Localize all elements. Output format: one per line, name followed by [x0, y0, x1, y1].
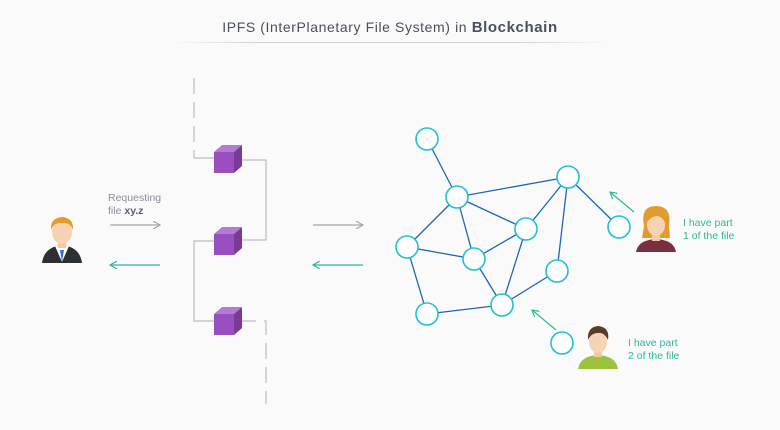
network-node — [415, 127, 439, 151]
peer-man-label-line1: I have part — [628, 337, 678, 349]
network-node — [545, 259, 569, 283]
network-node — [395, 235, 419, 259]
network-node — [514, 217, 538, 241]
peer-women-label-line2: 1 of the file — [683, 230, 735, 242]
title-connector: in — [455, 19, 468, 35]
peer-man-arrow — [532, 310, 557, 331]
user-man-icon — [578, 326, 618, 369]
request-label: Requesting file xy.z — [108, 192, 161, 218]
peer-women-label: I have part 1 of the file — [683, 217, 734, 243]
network-node — [445, 185, 469, 209]
peer-women-arrow — [610, 192, 635, 213]
peer-women-label-line1: I have part — [683, 217, 733, 229]
request-label-line2: file xy.z — [108, 205, 161, 218]
block-cube-icon — [214, 145, 242, 173]
network-node — [490, 293, 514, 317]
network-node — [607, 215, 631, 239]
peer-man-label: I have part 2 of the file — [628, 337, 679, 363]
network-node — [462, 247, 486, 271]
title-divider — [170, 42, 610, 43]
network-node — [415, 302, 439, 326]
request-file-name: xy.z — [124, 205, 144, 217]
blockchain-chain — [193, 78, 267, 404]
network-node — [556, 165, 580, 189]
page-title: IPFS (InterPlanetary File System) in Blo… — [0, 19, 780, 36]
block-cube-icon — [214, 227, 242, 255]
peer-man-label-line2: 2 of the file — [628, 350, 680, 362]
network-edges — [406, 138, 620, 315]
network-nodes — [395, 127, 631, 355]
request-file-prefix: file — [108, 205, 122, 217]
title-prefix: IPFS (InterPlanetary File System) — [222, 19, 451, 35]
block-cube-icon — [214, 307, 242, 335]
network-node — [550, 331, 574, 355]
user-woman-icon — [636, 206, 676, 252]
user-businessman-icon — [42, 217, 82, 263]
request-label-line1: Requesting — [108, 192, 162, 204]
title-emphasis: Blockchain — [471, 19, 558, 36]
